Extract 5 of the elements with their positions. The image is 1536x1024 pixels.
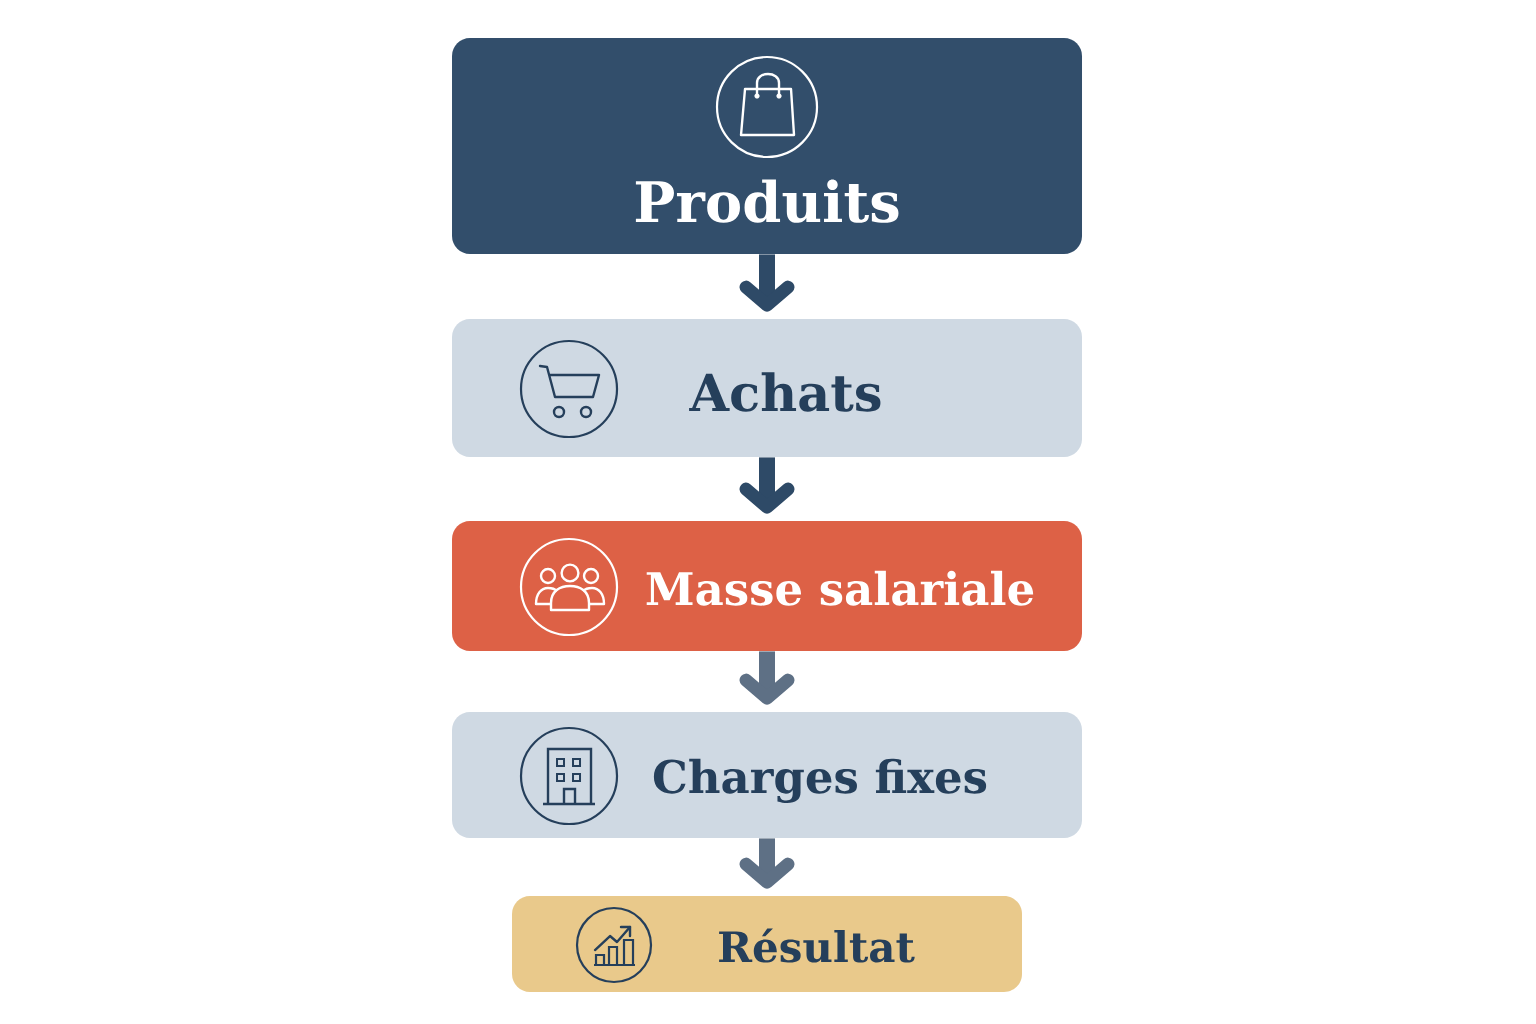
step-box: Masse salariale: [452, 521, 1082, 651]
step-box: Achats: [452, 319, 1082, 457]
step-box: Produits: [452, 38, 1082, 254]
step-box: Résultat: [512, 896, 1022, 992]
step-box: Charges fixes: [452, 712, 1082, 838]
